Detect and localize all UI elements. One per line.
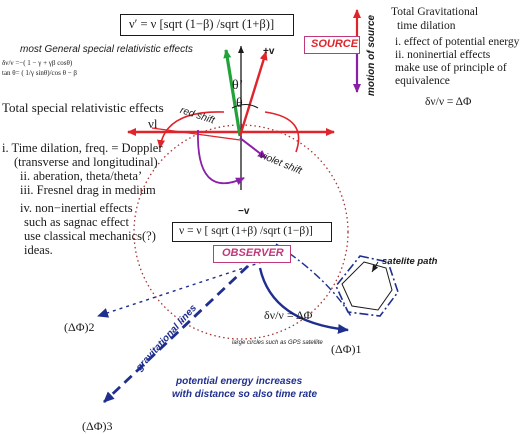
dphi1-label: (ΔΦ)1 bbox=[331, 342, 362, 356]
red-shift-arc bbox=[157, 111, 225, 149]
gravity-item: equivalence bbox=[395, 75, 450, 87]
nu-l-label: νl bbox=[148, 116, 158, 131]
observer-label: OBSERVER bbox=[222, 247, 284, 259]
satellite-path-hexagon-inner bbox=[341, 261, 393, 311]
source-label: SOURCE bbox=[311, 38, 359, 50]
special-item: iii. Fresnel drag in medium bbox=[20, 183, 156, 197]
special-item: ii. aberation, theta/theta’ bbox=[20, 169, 143, 183]
observer-frequency-formula: ν = ν [ sqrt (1+β) /sqrt (1−β)] bbox=[179, 225, 313, 237]
source-frequency-formula: ν′ = ν [sqrt (1−β) /sqrt (1+β)] bbox=[129, 17, 275, 31]
potential-energy-line-1: potential energy increases bbox=[176, 376, 303, 387]
gravitational-line bbox=[103, 264, 249, 404]
satellite-path-hexagon-outer bbox=[335, 255, 399, 317]
satellite-path-label-1: satelite path bbox=[382, 256, 438, 267]
red-arc-right bbox=[264, 111, 300, 153]
theta-prime-label: θ’ bbox=[232, 78, 244, 93]
theta-label: θ bbox=[236, 96, 243, 111]
plus-v-label: +v bbox=[263, 46, 275, 57]
gravity-item: i. effect of potential energy bbox=[395, 36, 520, 48]
observer-box: OBSERVER bbox=[213, 245, 291, 263]
gravity-item: ii. noninertial effects bbox=[395, 49, 491, 61]
special-item: i. Time dilation, freq. = Doppler bbox=[2, 141, 163, 155]
dphi3-label: (ΔΦ)3 bbox=[82, 419, 113, 433]
total-special-title: Total special relativistic effects bbox=[2, 100, 164, 115]
gravity-item: make use of principle of bbox=[395, 62, 507, 74]
gravity-frequency-formula: δν/ν = ΔΦ bbox=[425, 96, 472, 108]
line-to-dphi2 bbox=[97, 261, 263, 318]
gravity-item: Total Gravitational bbox=[391, 6, 479, 18]
dotted-orbit-circle bbox=[133, 124, 349, 340]
general-equation-2: tan θ= ( 1/γ sinθ)/cos θ − β bbox=[2, 69, 77, 77]
green-aberration-arrow bbox=[223, 49, 242, 137]
general-equation-1: δν/ν =−( 1 − γ + γβ cosθ) bbox=[2, 59, 73, 67]
source-box: SOURCE bbox=[304, 36, 360, 54]
source-frequency-formula-box: ν′ = ν [sqrt (1−β) /sqrt (1+β)] bbox=[120, 14, 294, 36]
motion-of-source-label: motion of source bbox=[366, 14, 377, 96]
large-circles-label: large circles such as GPS satellite bbox=[232, 340, 323, 346]
satellite-label-pointer bbox=[371, 261, 379, 273]
observer-frequency-formula-box: ν = ν [ sqrt (1+β) /sqrt (1−β)] bbox=[172, 222, 332, 242]
gravity-item: time dilation bbox=[397, 20, 456, 32]
special-item: ideas. bbox=[24, 243, 53, 257]
violet-shift-arc bbox=[197, 129, 245, 185]
dphi2-label: (ΔΦ)2 bbox=[64, 320, 95, 334]
special-item: use classical mechanics(?) bbox=[24, 229, 156, 243]
red-source-arrow bbox=[238, 51, 268, 137]
theta-angle-arc bbox=[231, 103, 259, 109]
minus-v-label: −v bbox=[238, 206, 250, 217]
observer-potential-arc bbox=[258, 267, 349, 334]
general-effects-title: most General special relativistic effect… bbox=[20, 44, 193, 55]
special-item: (transverse and longitudinal) bbox=[14, 155, 158, 169]
special-item: iv. non−inertial effects bbox=[20, 201, 133, 215]
potential-energy-line-2: with distance so also time rate bbox=[172, 389, 318, 400]
special-item: such as sagnac effect bbox=[24, 215, 129, 229]
observer-potential-formula: δν/ν = ΔΦ bbox=[264, 308, 313, 322]
violet-down-arrow bbox=[239, 137, 267, 159]
